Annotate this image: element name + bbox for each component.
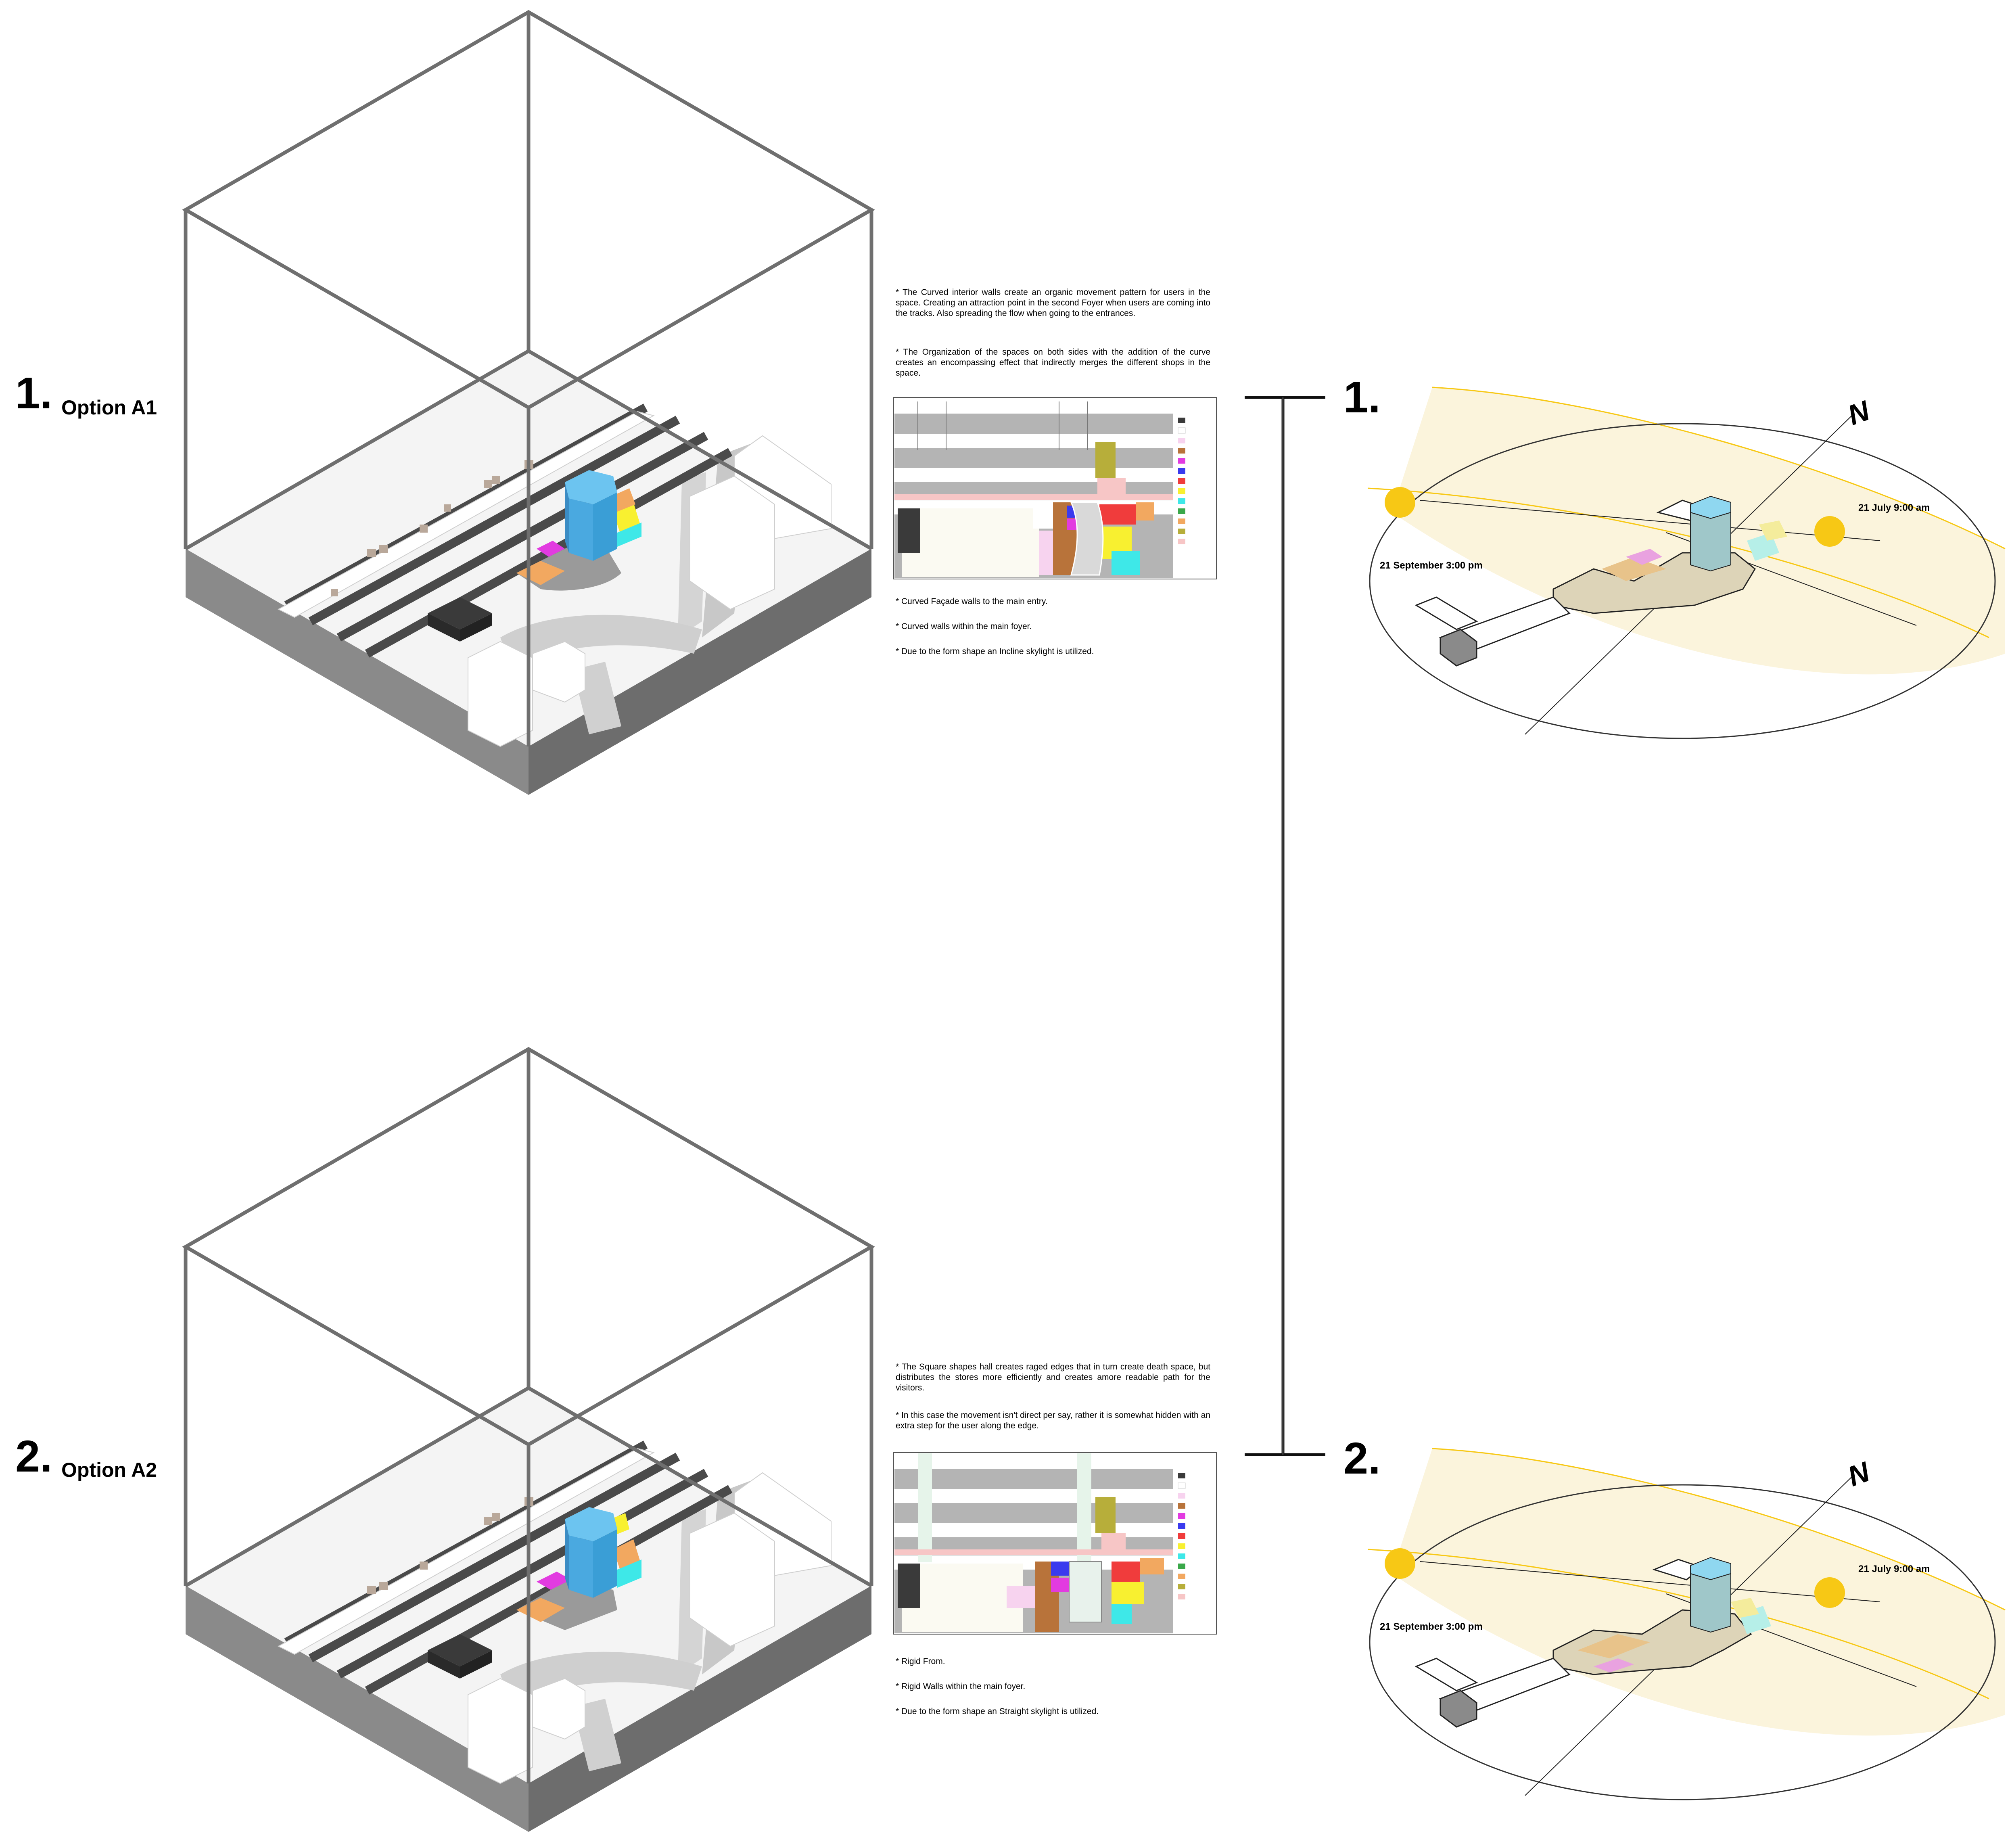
design-note: * Rigid Walls within the main foyer.	[896, 1682, 1026, 1691]
design-note: * Curved Façade walls to the main entry.	[896, 597, 1048, 606]
glass-box-frame	[182, 10, 875, 746]
design-note: * Rigid From.	[896, 1657, 945, 1666]
tower-top	[565, 470, 617, 504]
comparison-connector	[1245, 396, 1325, 1456]
description-paragraph: * The Organization of the spaces on both…	[896, 347, 1210, 378]
base-left-face	[186, 549, 529, 795]
floor-plan-a2	[893, 1452, 1217, 1635]
design-note: * Due to the form shape an Incline skyli…	[896, 647, 1094, 656]
white-buildings	[468, 435, 832, 747]
dark-block	[1440, 629, 1477, 667]
design-note: * Due to the form shape an Straight skyl…	[896, 1707, 1099, 1716]
sun-label-morning: 21 July 9:00 am	[1858, 1564, 1930, 1574]
description-paragraph: * In this case the movement isn't direct…	[896, 1411, 1210, 1430]
sun-study-a1: N	[1367, 387, 2006, 739]
tower-front	[569, 498, 593, 561]
north-arrow-icon: N	[1844, 394, 1874, 431]
sun-study-a2: N	[1367, 1448, 2006, 1800]
option-label: Option A2	[61, 1459, 157, 1481]
description-paragraph: * The Curved interior walls create an or…	[896, 288, 1210, 318]
sun-study-number: 1.	[1343, 372, 1381, 422]
design-note: * Curved walls within the main foyer.	[896, 622, 1032, 631]
program-cyan	[617, 523, 641, 547]
tower-left	[565, 482, 569, 553]
road	[500, 615, 702, 670]
massing-model-a1	[182, 10, 875, 795]
description-paragraph: * The Square shapes hall creates raged e…	[896, 1362, 1210, 1392]
platform	[277, 411, 655, 618]
sun-icon	[1385, 1548, 1415, 1579]
sun-study-number: 2.	[1343, 1434, 1381, 1483]
option-number: 1.	[15, 368, 52, 418]
plan-legend	[1178, 418, 1186, 544]
option-label: Option A1	[61, 396, 157, 419]
sun-label-morning: 21 July 9:00 am	[1858, 502, 1930, 513]
base-right-face	[529, 549, 871, 795]
floor-plan-a1	[893, 397, 1217, 579]
tower-right	[593, 492, 617, 561]
north-arrow-icon: N	[1844, 1455, 1874, 1492]
sun-icon	[1814, 516, 1845, 547]
sun-icon	[1814, 1577, 1845, 1608]
massing-model-a2	[182, 1047, 875, 1832]
site-ellipse	[1369, 423, 1996, 739]
sun-label-afternoon: 21 September 3:00 pm	[1380, 560, 1483, 571]
sun-icon	[1385, 487, 1415, 518]
tower-body	[1690, 512, 1731, 572]
program-magenta	[537, 541, 565, 557]
option-number: 2.	[15, 1432, 52, 1481]
sun-label-afternoon: 21 September 3:00 pm	[1380, 1621, 1483, 1632]
